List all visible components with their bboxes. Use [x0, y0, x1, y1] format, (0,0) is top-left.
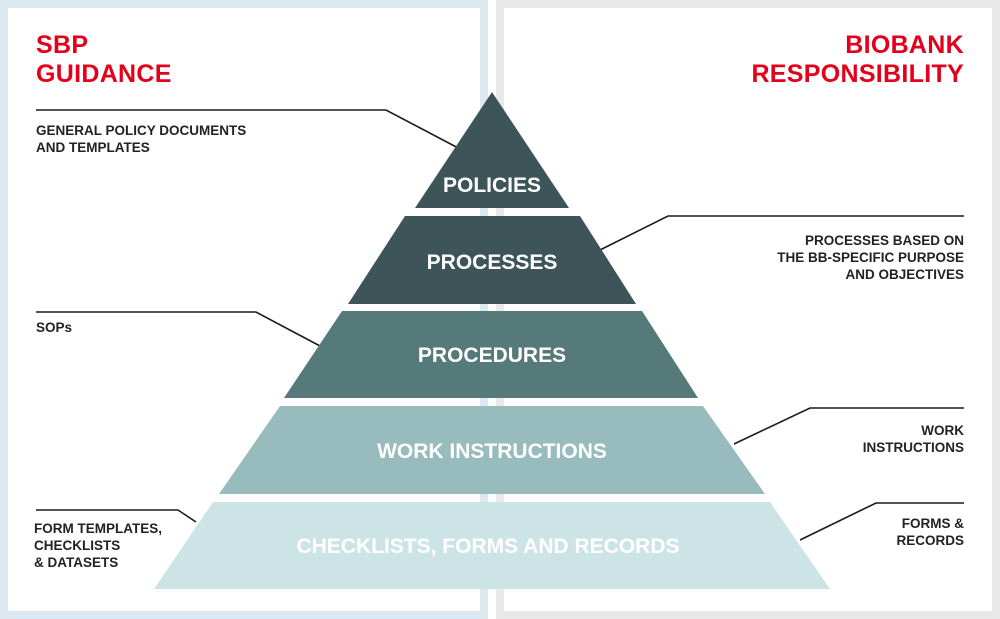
leader-lines	[36, 109, 964, 541]
tier-checklists-forms-records	[154, 502, 830, 589]
sbp-guidance-heading: SBP GUIDANCE	[36, 31, 172, 88]
leader-line-forms-records	[799, 502, 964, 541]
leader-line-form-templates	[36, 509, 197, 523]
work-instructions-note: WORK INSTRUCTIONS	[862, 423, 964, 455]
tier-procedures	[284, 311, 698, 398]
tier-label-procedures: PROCEDURES	[418, 344, 566, 367]
tier-label-work-instructions: WORK INSTRUCTIONS	[377, 440, 607, 463]
tier-policies	[415, 92, 569, 208]
leader-line-general-policy	[36, 109, 463, 151]
tier-label-policies: POLICIES	[443, 174, 541, 197]
leader-line-work-instructions	[733, 407, 964, 445]
tier-processes	[348, 216, 636, 304]
tier-work-instructions	[219, 406, 765, 494]
tier-label-processes: PROCESSES	[427, 251, 558, 274]
sops-note: SOPs	[36, 320, 73, 335]
processes-based-note: PROCESSES BASED ON THE BB-SPECIFIC PURPO…	[777, 233, 964, 282]
forms-records-note: FORMS & RECORDS	[896, 516, 964, 548]
leader-line-sops	[36, 311, 321, 347]
tier-label-checklists-forms-records: CHECKLISTS, FORMS AND RECORDS	[296, 535, 679, 558]
general-policy-documents-note: GENERAL POLICY DOCUMENTS AND TEMPLATES	[36, 123, 247, 155]
form-templates-note: FORM TEMPLATES, CHECKLISTS & DATASETS	[34, 521, 162, 570]
biobank-responsibility-heading: BIOBANK RESPONSIBILITY	[751, 31, 964, 88]
leader-line-processes-based	[599, 215, 964, 251]
